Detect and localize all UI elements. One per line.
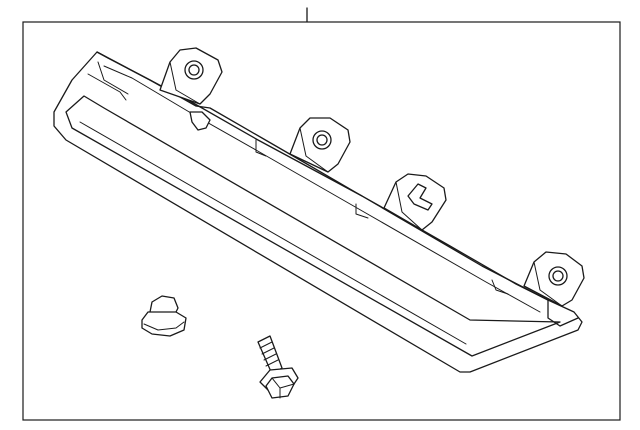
lamp-housing-ledge-1 bbox=[255, 139, 267, 157]
bolt-thread-4 bbox=[265, 359, 279, 367]
mounting-tab-4 bbox=[523, 251, 585, 307]
mounting-tab-1-hole-inner bbox=[188, 64, 200, 76]
mounting-tab-2-fold bbox=[299, 127, 329, 173]
bolt bbox=[257, 335, 299, 399]
lamp-housing-end-rib-1 bbox=[87, 73, 127, 101]
bolt-thread-1 bbox=[259, 341, 273, 349]
mounting-tab-4-fold bbox=[533, 261, 563, 307]
mounting-tab-3 bbox=[383, 173, 447, 231]
lamp-lens-face-line bbox=[79, 121, 467, 345]
lamp-housing-end-rib-2 bbox=[97, 61, 129, 95]
lamp-housing-right-end bbox=[547, 299, 579, 327]
lamp-housing-ledge-3 bbox=[491, 279, 509, 295]
bolt-thread-2 bbox=[261, 347, 275, 355]
push-clip bbox=[141, 295, 187, 337]
mounting-tab-2-hole-inner bbox=[316, 134, 328, 146]
lamp-lens-inner bbox=[65, 95, 561, 357]
lamp-housing bbox=[53, 51, 583, 373]
mounting-tab-1 bbox=[159, 47, 223, 105]
mounting-tab-3-slot bbox=[407, 183, 433, 211]
push-clip-flange bbox=[141, 311, 187, 337]
bolt-thread-3 bbox=[263, 353, 277, 361]
mounting-tab-2 bbox=[289, 117, 351, 173]
push-clip-flange-edge bbox=[143, 321, 185, 331]
lamp-housing-ledge-2 bbox=[355, 203, 369, 219]
mounting-tab-4-hole-inner bbox=[552, 270, 564, 282]
mounting-tab-1-fold bbox=[169, 61, 201, 105]
lamp-housing-hook bbox=[189, 111, 211, 131]
mounting-tab-3-fold bbox=[395, 181, 423, 231]
